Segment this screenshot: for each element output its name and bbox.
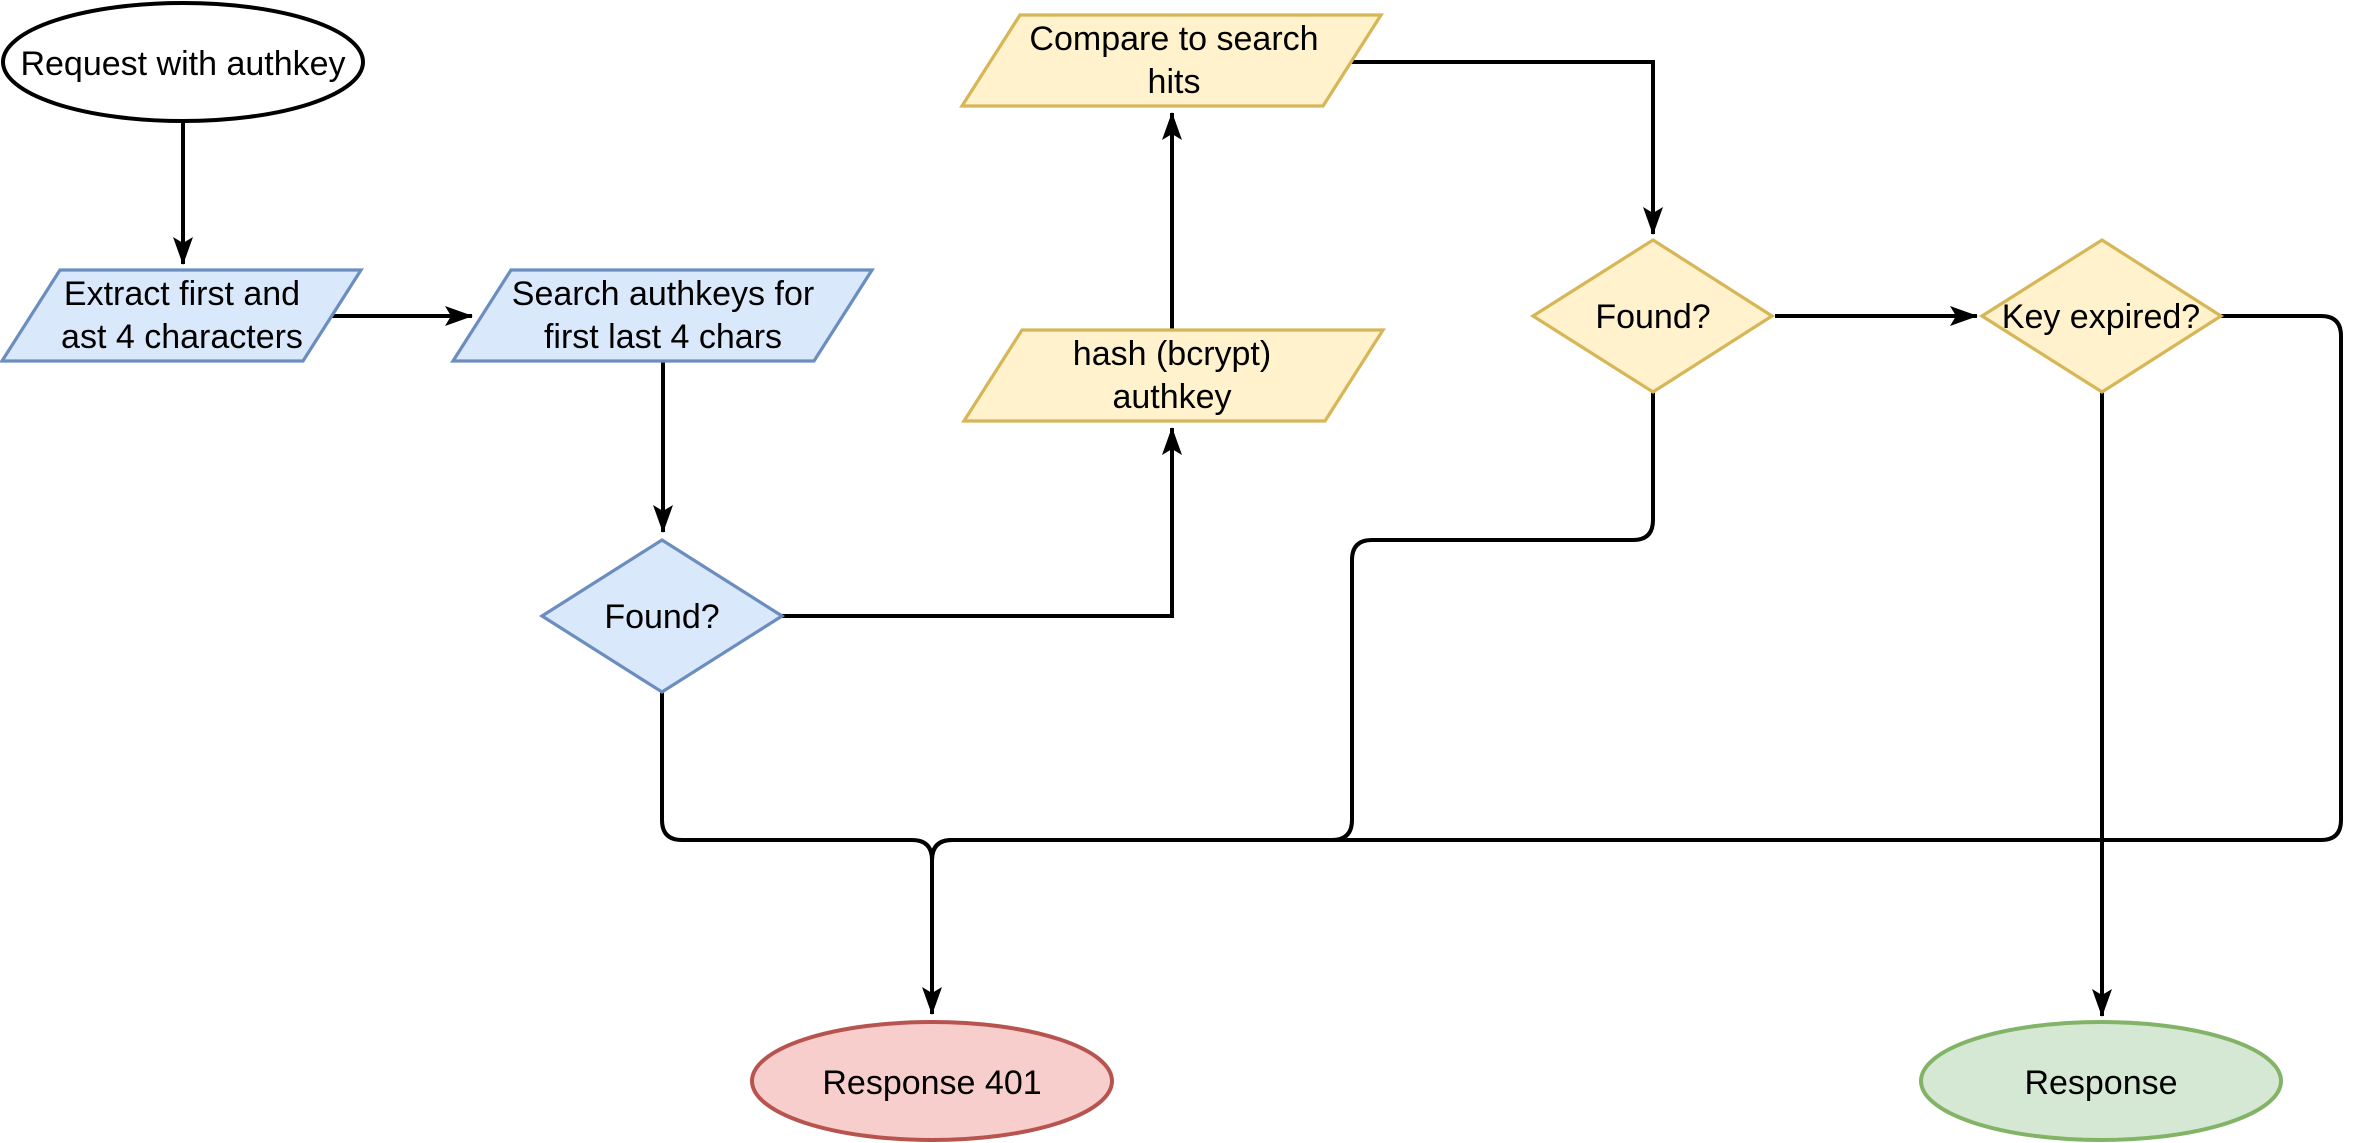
node-found2-label: Found?	[1595, 298, 1710, 336]
response-ellipse	[1919, 1020, 2283, 1142]
response401-ellipse	[750, 1020, 1114, 1142]
node-response401-label: Response 401	[822, 1064, 1041, 1102]
node-response: Response	[1919, 1020, 2283, 1142]
node-extract: Extract first and ast 4 characters	[0, 268, 364, 363]
node-found2: Found?	[1529, 238, 1776, 394]
node-compare-label-line2: hits	[1148, 63, 1201, 101]
node-search-label-line2: first last 4 chars	[544, 318, 782, 356]
node-expired: Key expired?	[1978, 238, 2225, 394]
node-response401: Response 401	[750, 1020, 1114, 1142]
node-search: Search authkeys for first last 4 chars	[450, 268, 875, 363]
node-hash: hash (bcrypt) authkey	[961, 328, 1386, 423]
node-extract-label-line2: ast 4 characters	[61, 318, 303, 356]
connectors	[173, 60, 2343, 1017]
edge-found1-hash	[782, 427, 1182, 618]
hash-parallelogram	[961, 328, 1386, 423]
edge-found1-response401	[660, 692, 942, 1015]
node-response-label: Response	[2024, 1064, 2177, 1102]
node-compare: Compare to search hits	[959, 13, 1384, 108]
found2-diamond	[1529, 238, 1776, 394]
node-start-label: Request with authkey	[20, 45, 345, 83]
edge-expired-response401	[930, 314, 2343, 861]
node-expired-label: Key expired?	[2002, 298, 2200, 336]
node-start: Request with authkey	[1, 1, 365, 123]
node-found1: Found?	[538, 538, 786, 694]
node-search-label-line1: Search authkeys for	[512, 275, 814, 313]
found1-diamond	[538, 538, 786, 694]
node-hash-label-line1: hash (bcrypt)	[1073, 335, 1271, 373]
extract-parallelogram	[0, 268, 364, 363]
node-compare-label-line1: Compare to search	[1029, 20, 1318, 58]
start-ellipse	[1, 1, 365, 123]
expired-diamond	[1978, 238, 2225, 394]
compare-parallelogram	[959, 13, 1384, 108]
nodes: Request with authkey Extract first and a…	[0, 1, 2283, 1142]
search-parallelogram	[450, 268, 875, 363]
edge-compare-found2	[1351, 60, 1663, 235]
edge-found2-response401	[930, 392, 1655, 861]
node-hash-label-line2: authkey	[1112, 378, 1231, 416]
node-found1-label: Found?	[604, 598, 719, 636]
node-extract-label-line1: Extract first and	[64, 275, 300, 313]
